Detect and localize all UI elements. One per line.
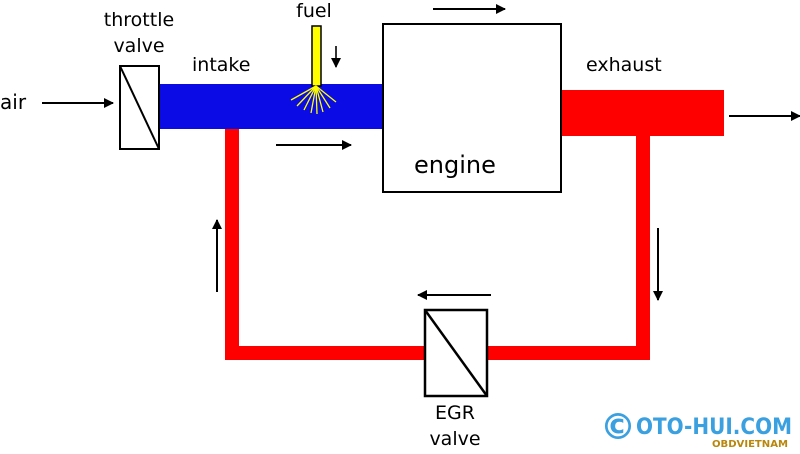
egr-valve-label-line2: valve bbox=[429, 428, 480, 450]
intake-pipe bbox=[160, 84, 384, 129]
throttle-valve bbox=[119, 65, 160, 150]
intake-label: intake bbox=[192, 54, 250, 76]
watermark-copyright-icon: © bbox=[600, 407, 636, 448]
egr-valve-label-line1: EGR bbox=[435, 402, 475, 424]
egr-return-pipe bbox=[225, 127, 650, 360]
engine-label: engine bbox=[414, 151, 496, 179]
fuel-spray-icon bbox=[290, 85, 337, 115]
egr-valve bbox=[423, 308, 489, 398]
fuel-label: fuel bbox=[296, 0, 332, 22]
watermark-subtext: OBDVIETNAM bbox=[712, 439, 788, 450]
air-label: air bbox=[0, 90, 27, 114]
engine-block bbox=[382, 23, 562, 193]
fuel-injector bbox=[311, 25, 322, 87]
throttle-valve-label-line1: throttle bbox=[104, 9, 174, 31]
exhaust-label: exhaust bbox=[586, 54, 662, 76]
exhaust-pipe bbox=[561, 90, 724, 136]
throttle-valve-label-line2: valve bbox=[113, 35, 164, 57]
watermark: © OTO-HUI.COM OBDVIETNAM bbox=[600, 407, 792, 450]
watermark-text: OTO-HUI.COM bbox=[636, 415, 792, 440]
